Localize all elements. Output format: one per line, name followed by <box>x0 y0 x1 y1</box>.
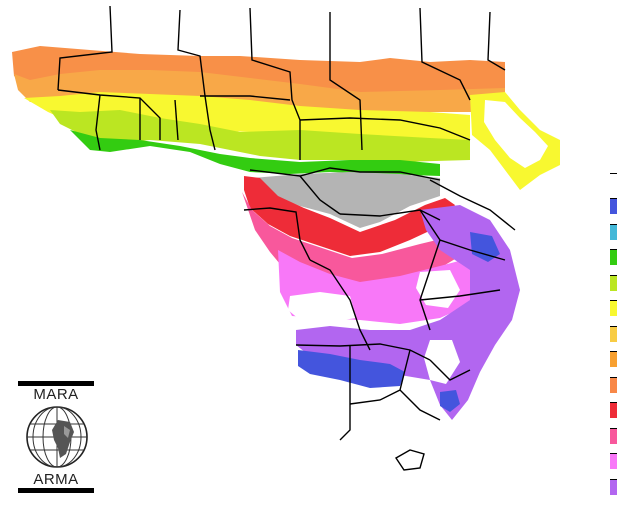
zone-white-patch-1 <box>288 292 356 322</box>
legend-swatch <box>610 325 617 342</box>
legend-swatch <box>610 198 617 214</box>
legend-top-tick <box>610 173 617 174</box>
zone-red <box>244 176 455 256</box>
legend-swatch <box>610 300 617 316</box>
logo-bottom-bar <box>18 488 94 493</box>
legend-swatch <box>610 249 617 265</box>
mara-arma-logo: MARA ARMA <box>18 378 98 496</box>
zone-horn-white <box>484 100 548 168</box>
legend-swatch <box>610 223 617 240</box>
zone-lime <box>50 110 470 162</box>
logo-top-text: MARA <box>33 386 79 403</box>
zone-lightorange <box>14 70 505 112</box>
zone-white-patch-3 <box>424 340 460 384</box>
globe-icon <box>26 406 88 468</box>
zone-blue-2 <box>470 232 500 262</box>
zone-yellow <box>24 92 470 142</box>
legend-swatch <box>610 402 617 418</box>
logo-top-bar <box>18 381 94 386</box>
legend-swatch <box>610 376 617 393</box>
zone-purple <box>296 205 520 420</box>
legend-swatch <box>610 274 617 291</box>
zone-green <box>70 130 440 176</box>
legend-swatch <box>610 478 617 495</box>
zone-orange <box>12 46 505 100</box>
legend-swatch <box>610 427 617 444</box>
legend-swatch <box>610 351 617 367</box>
country-borders <box>57 5 516 471</box>
zone-blue <box>298 350 405 388</box>
legend-swatch <box>610 453 617 469</box>
logo-bottom-text: ARMA <box>33 471 79 488</box>
zone-blue-3 <box>440 390 460 412</box>
